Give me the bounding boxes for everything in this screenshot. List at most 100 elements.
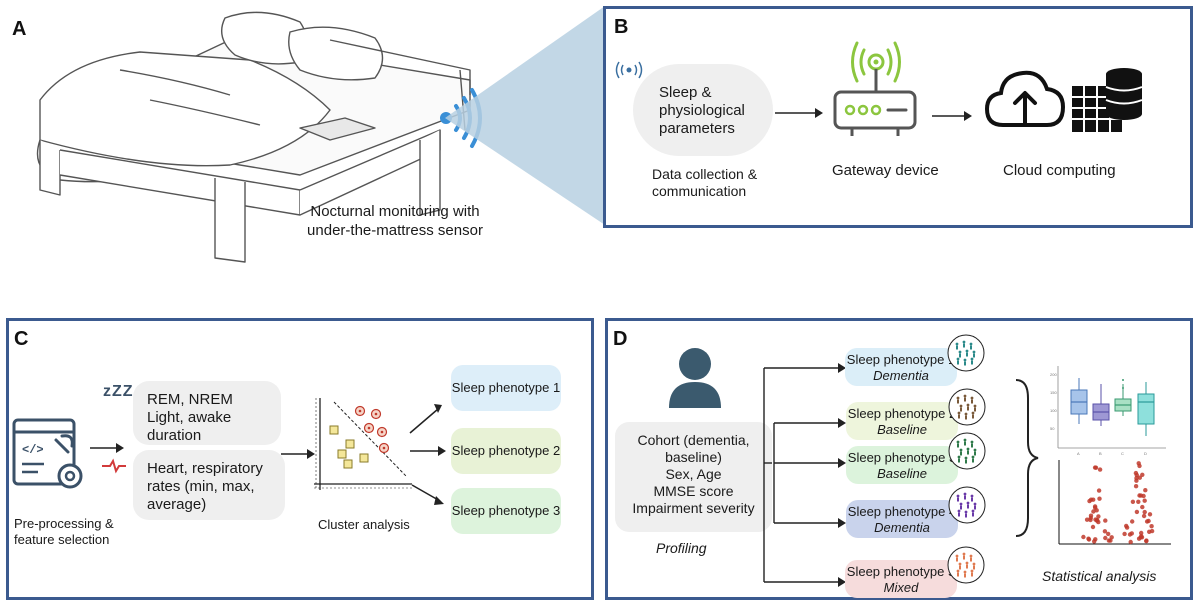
dot-plot-point bbox=[1102, 529, 1108, 534]
database-icon bbox=[1072, 68, 1143, 132]
arrow-c-cluster bbox=[281, 449, 315, 459]
dot-plot-chart bbox=[1058, 460, 1171, 545]
dot-plot-point bbox=[1097, 496, 1102, 501]
d-phenotype-cohort: Dementia bbox=[873, 368, 929, 383]
people-group-icon bbox=[948, 388, 986, 426]
panel-d bbox=[605, 318, 1193, 600]
svg-text:100: 100 bbox=[1050, 408, 1057, 413]
people-group-icon bbox=[947, 546, 985, 584]
dot-plot-point bbox=[1144, 538, 1149, 544]
dot-plot-point bbox=[1130, 519, 1135, 524]
sleep-box-line2: Light, awake bbox=[147, 409, 232, 426]
bubble-line2: physiological bbox=[659, 102, 745, 119]
curly-brace bbox=[1015, 379, 1039, 537]
profile-line5: Impairment severity bbox=[632, 500, 755, 516]
data-label-line2: communication bbox=[652, 183, 747, 199]
dot-plot-point bbox=[1128, 539, 1133, 545]
dot-plot-point bbox=[1092, 539, 1097, 544]
boxplot-tick-a: A bbox=[1077, 451, 1080, 456]
dot-plot-point bbox=[1103, 535, 1108, 541]
data-collection-label: Data collection & communication bbox=[652, 166, 757, 200]
physio-params-box: Heart, respiratory rates (min, max, aver… bbox=[133, 450, 285, 520]
d-phenotype-label: Sleep phenotype 2 bbox=[847, 406, 957, 421]
d-phenotype-label: Sleep phenotype 3 bbox=[847, 450, 957, 465]
dot-plot-point bbox=[1092, 504, 1098, 509]
dot-plot-point bbox=[1136, 461, 1141, 466]
dot-plot-point bbox=[1139, 530, 1144, 536]
dot-plot-point bbox=[1134, 509, 1140, 515]
dot-plot-point bbox=[1106, 531, 1111, 537]
panel-b bbox=[603, 6, 1193, 228]
dot-plot-point bbox=[1090, 524, 1096, 530]
heartbeat-icon bbox=[102, 458, 126, 474]
dot-plot-point bbox=[1130, 499, 1136, 504]
zzz-icon: zZZ bbox=[103, 383, 134, 400]
dot-plot-point bbox=[1140, 504, 1145, 510]
preprocessing-icon: </> bbox=[12, 418, 83, 489]
dot-plot-point bbox=[1144, 519, 1150, 524]
people-group-icon bbox=[948, 432, 986, 470]
svg-text:150: 150 bbox=[1050, 390, 1057, 395]
dot-plot-point bbox=[1103, 518, 1108, 523]
d-phenotype-cohort: Baseline bbox=[877, 422, 927, 437]
parameters-bubble: Sleep & physiological parameters bbox=[633, 64, 773, 156]
dot-plot-point bbox=[1109, 535, 1114, 540]
d-phenotype-cohort: Dementia bbox=[874, 520, 930, 535]
sleep-params-box: REM, NREM Light, awake duration bbox=[133, 381, 281, 445]
boxplot-tick-b: B bbox=[1099, 451, 1102, 456]
signal-beam bbox=[445, 6, 605, 225]
panel-a-caption: Nocturnal monitoring with under-the-matt… bbox=[275, 202, 515, 240]
cluster-scatter-plot bbox=[314, 398, 412, 490]
wireless-icon bbox=[615, 61, 643, 79]
dot-plot-point bbox=[1142, 498, 1147, 503]
panel-c bbox=[6, 318, 594, 600]
preprocessing-label: Pre-processing & feature selection bbox=[14, 516, 114, 548]
profile-line1: Cohort (dementia, bbox=[637, 432, 750, 448]
dot-plot-point bbox=[1143, 488, 1148, 493]
bubble-line1: Sleep & bbox=[659, 84, 712, 101]
svg-text:</>: </> bbox=[22, 443, 44, 457]
people-group-icon bbox=[948, 486, 986, 524]
svg-text:200: 200 bbox=[1050, 372, 1057, 377]
statistical-analysis-label: Statistical analysis bbox=[1042, 568, 1157, 584]
d-phenotype-cohort: Mixed bbox=[883, 580, 919, 595]
dot-plot-point bbox=[1124, 525, 1130, 530]
boxplot-tick-c: C bbox=[1121, 451, 1124, 456]
dot-plot-point bbox=[1096, 488, 1102, 493]
dot-plot-point bbox=[1147, 512, 1153, 517]
sleep-box-line3: duration bbox=[147, 427, 202, 444]
dot-plot-point bbox=[1091, 497, 1096, 502]
arrow-b2 bbox=[932, 111, 972, 121]
dot-plot-point bbox=[1139, 534, 1144, 539]
svg-text:50: 50 bbox=[1050, 426, 1055, 431]
dot-plot-point bbox=[1096, 514, 1101, 519]
sleep-box-line1: REM, NREM bbox=[147, 391, 233, 408]
panel-a-caption-line1: Nocturnal monitoring with bbox=[310, 203, 480, 220]
physio-box-line2: rates (min, max, bbox=[147, 478, 255, 495]
dot-plot-point bbox=[1134, 472, 1139, 478]
profiling-label: Profiling bbox=[656, 540, 707, 556]
physio-box-line1: Heart, respiratory bbox=[147, 460, 263, 477]
d-phenotype-cohort: Baseline bbox=[877, 466, 927, 481]
panel-d-letter: D bbox=[613, 328, 628, 350]
person-icon bbox=[669, 348, 721, 408]
c-phenotype-1: Sleep phenotype 1 bbox=[451, 365, 561, 411]
dot-plot-point bbox=[1137, 475, 1142, 480]
panel-a-letter: A bbox=[12, 18, 27, 40]
dot-plot-point bbox=[1122, 531, 1127, 537]
panel-a-caption-line2: under-the-mattress sensor bbox=[307, 222, 483, 239]
dot-plot-point bbox=[1147, 529, 1152, 534]
people-group-icon bbox=[947, 334, 985, 372]
c-phenotype-3: Sleep phenotype 3 bbox=[451, 488, 561, 534]
profile-line3: Sex, Age bbox=[665, 466, 722, 482]
d-phenotype-label: Sleep phenotype 1 bbox=[846, 352, 956, 367]
d-phenotype-label: Sleep phenotype 4 bbox=[847, 504, 957, 519]
dot-plot-point bbox=[1097, 467, 1103, 472]
dot-plot-point bbox=[1133, 484, 1139, 489]
router-icon bbox=[833, 41, 917, 136]
cloud-label: Cloud computing bbox=[1003, 162, 1116, 179]
